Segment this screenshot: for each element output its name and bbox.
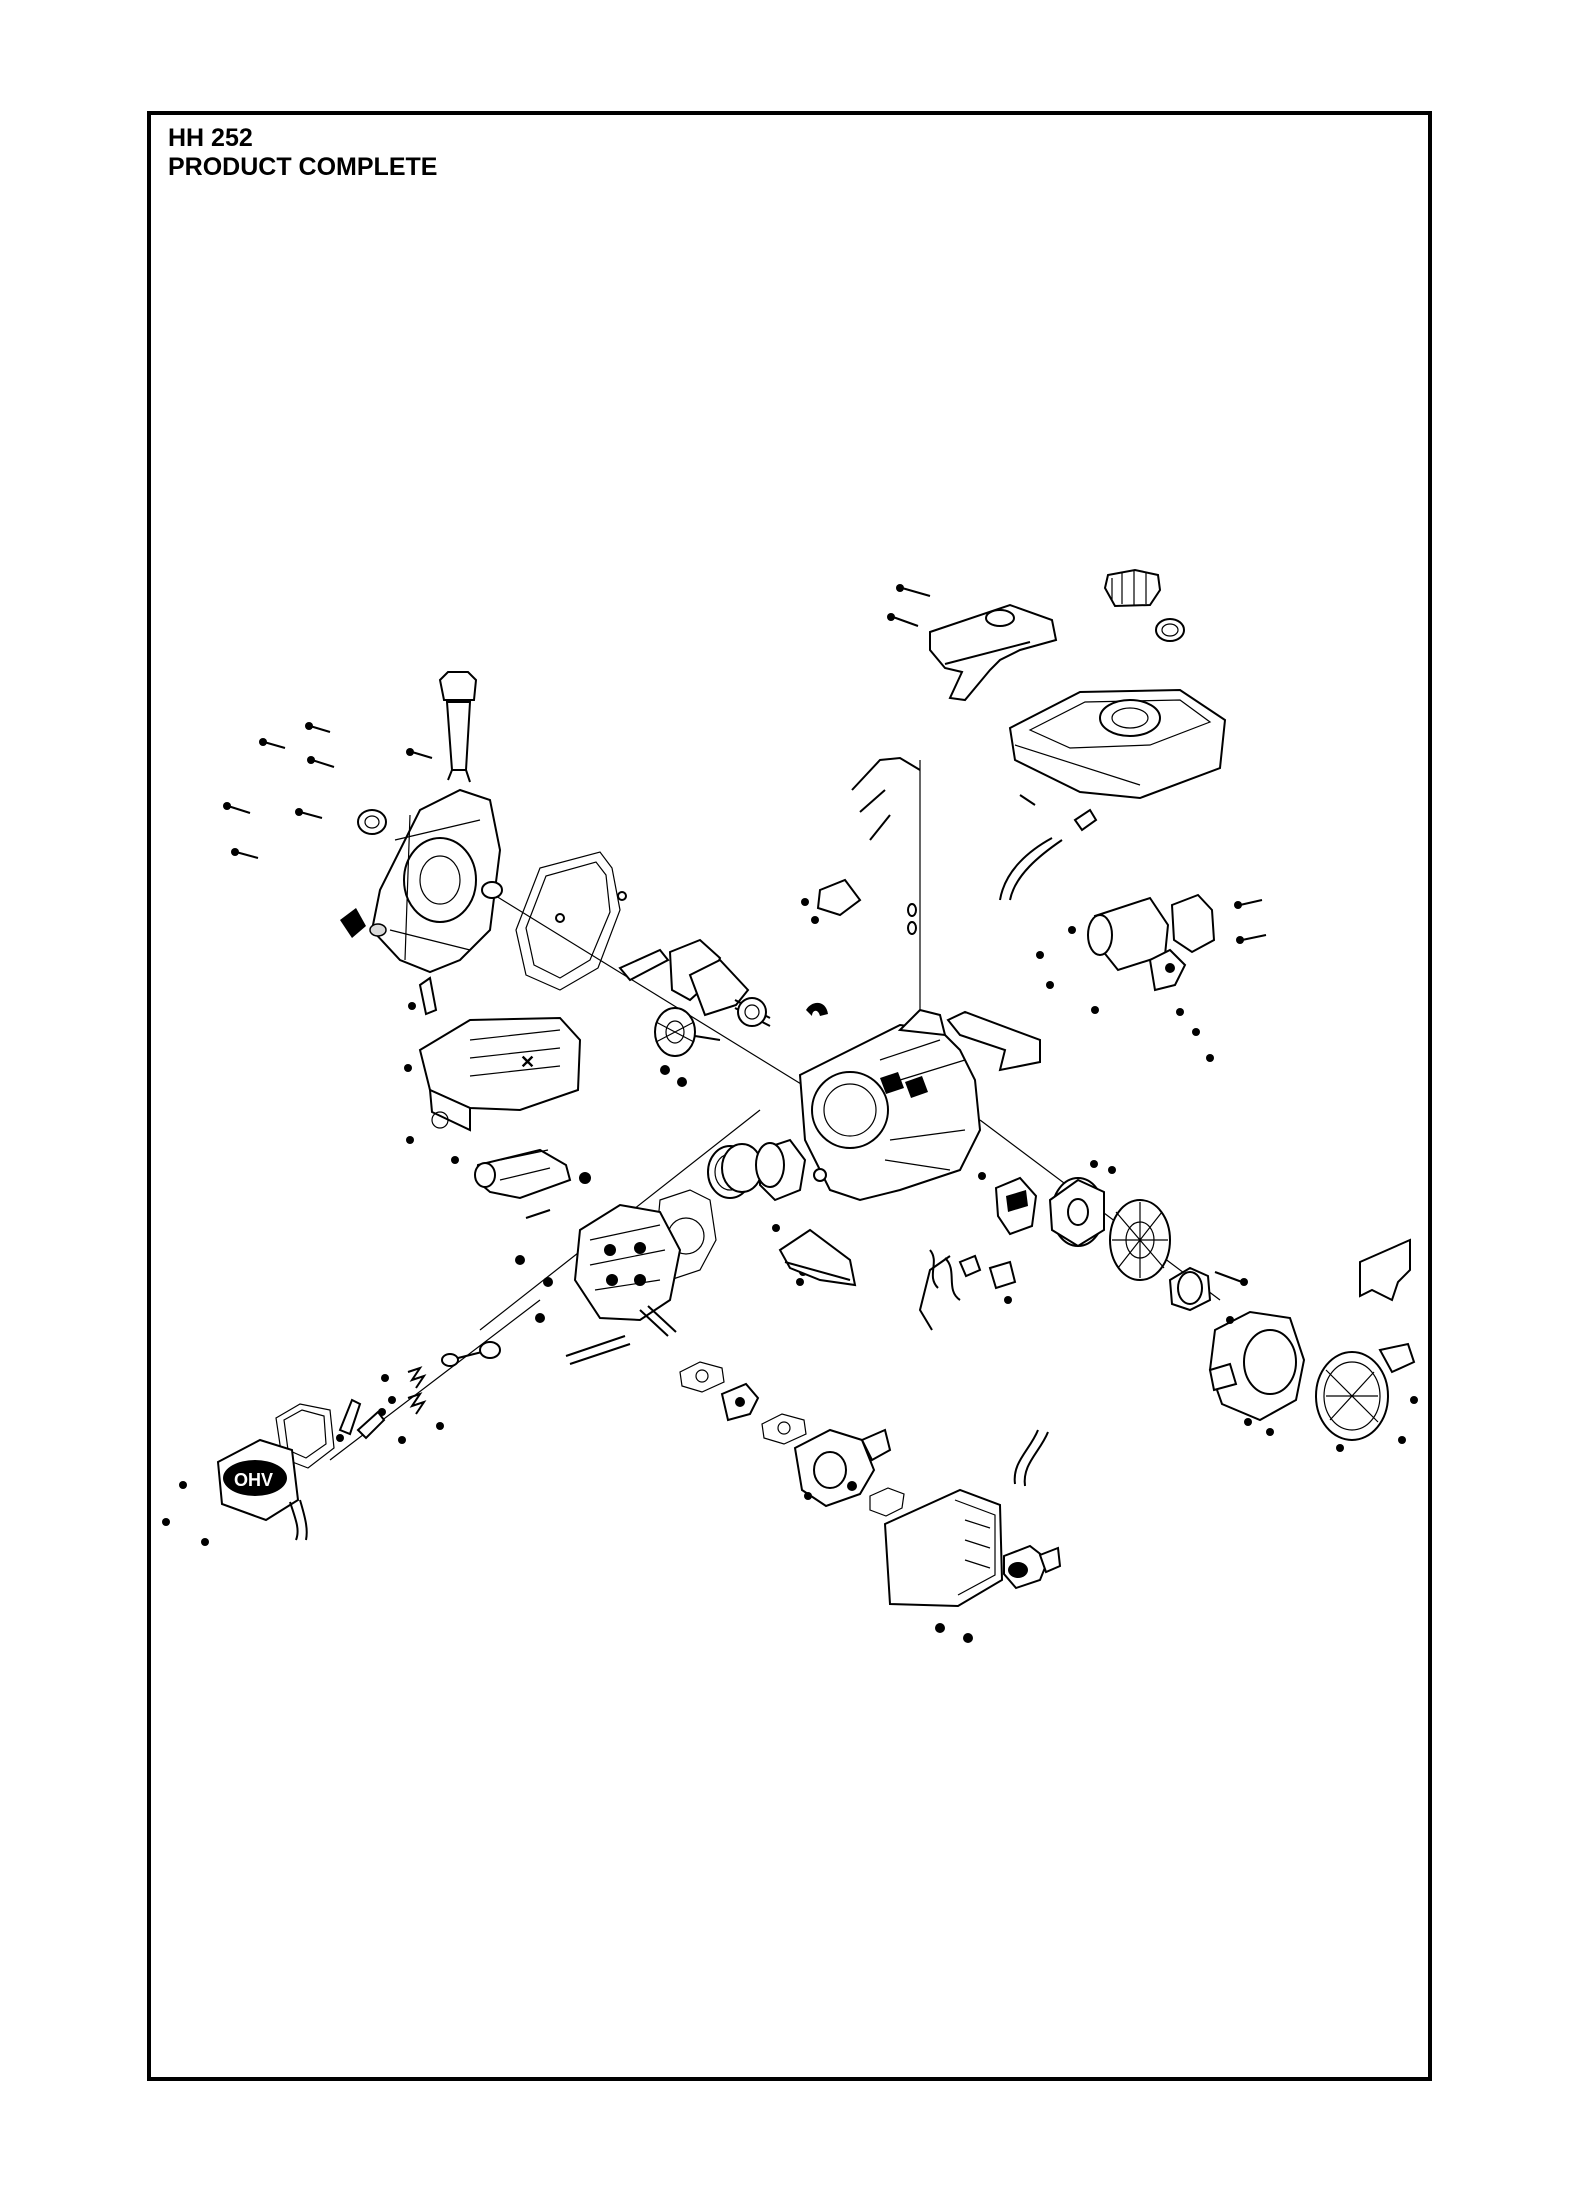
- fuel-tank-bracket: [929, 603, 1058, 702]
- carburetor: [793, 1428, 892, 1508]
- model-number: HH 252: [168, 124, 253, 152]
- ignition-coil: [978, 1172, 1038, 1236]
- electric-starter: [1087, 893, 1216, 992]
- camshaft-gear: [654, 1007, 721, 1087]
- oil-seal: [357, 809, 387, 835]
- starter-bracket: [946, 1010, 1041, 1072]
- piston-rings: [707, 1143, 763, 1199]
- air-filter-gasket: [869, 1487, 905, 1517]
- rocker-arms: [336, 1398, 386, 1442]
- bracket-bolts: [887, 584, 931, 627]
- crankcase-cover: [340, 788, 503, 974]
- starter-bolts: [1036, 899, 1267, 1062]
- shroud-plate: [1359, 1238, 1411, 1302]
- piston: [755, 1138, 807, 1202]
- page-title: PRODUCT COMPLETE: [168, 153, 438, 181]
- page-heading: HH 252 PRODUCT COMPLETE: [168, 124, 437, 182]
- cylinder-head: [573, 1203, 682, 1322]
- oil-dipstick: [438, 671, 478, 783]
- recoil-starter: [1315, 1342, 1418, 1452]
- main-bearing: [737, 997, 767, 1027]
- governor-spring: [929, 1249, 1017, 1304]
- choke-lever: [1003, 1544, 1062, 1590]
- breather-tube: [289, 1499, 308, 1541]
- governor-linkage: [801, 756, 921, 935]
- push-rods: [525, 1209, 677, 1365]
- cylinder-block: [798, 1008, 982, 1202]
- crankshaft: [618, 938, 771, 1027]
- intake-gaskets: [679, 1361, 807, 1445]
- insulator: [720, 1382, 760, 1422]
- muffler: [406, 1136, 591, 1200]
- page-border: [147, 111, 1432, 2081]
- cover-bolts: [223, 722, 433, 859]
- fuel-tank: [1008, 688, 1227, 800]
- fuel-cap: [1103, 568, 1185, 642]
- cooling-fan: [1090, 1160, 1171, 1281]
- flywheel: [1048, 1177, 1105, 1248]
- svg-text:✕: ✕: [520, 1052, 535, 1072]
- starter-cup: [1168, 1266, 1248, 1312]
- throttle-bracket: [778, 1228, 857, 1287]
- muffler-heat-shield: ✕: [404, 976, 582, 1132]
- ohv-logo: OHV: [234, 1470, 273, 1490]
- fan-shroud: [1208, 1310, 1306, 1436]
- air-cleaner: [883, 1488, 1004, 1643]
- fuel-line: [999, 794, 1098, 901]
- governor-arm: [806, 1002, 828, 1016]
- rocker-cover: OHV: [162, 1438, 300, 1546]
- stop-switch-wire: [918, 1254, 982, 1331]
- crankcase-gasket: [515, 851, 627, 991]
- breather-hose: [1013, 1429, 1049, 1487]
- valves-springs: [378, 1341, 501, 1444]
